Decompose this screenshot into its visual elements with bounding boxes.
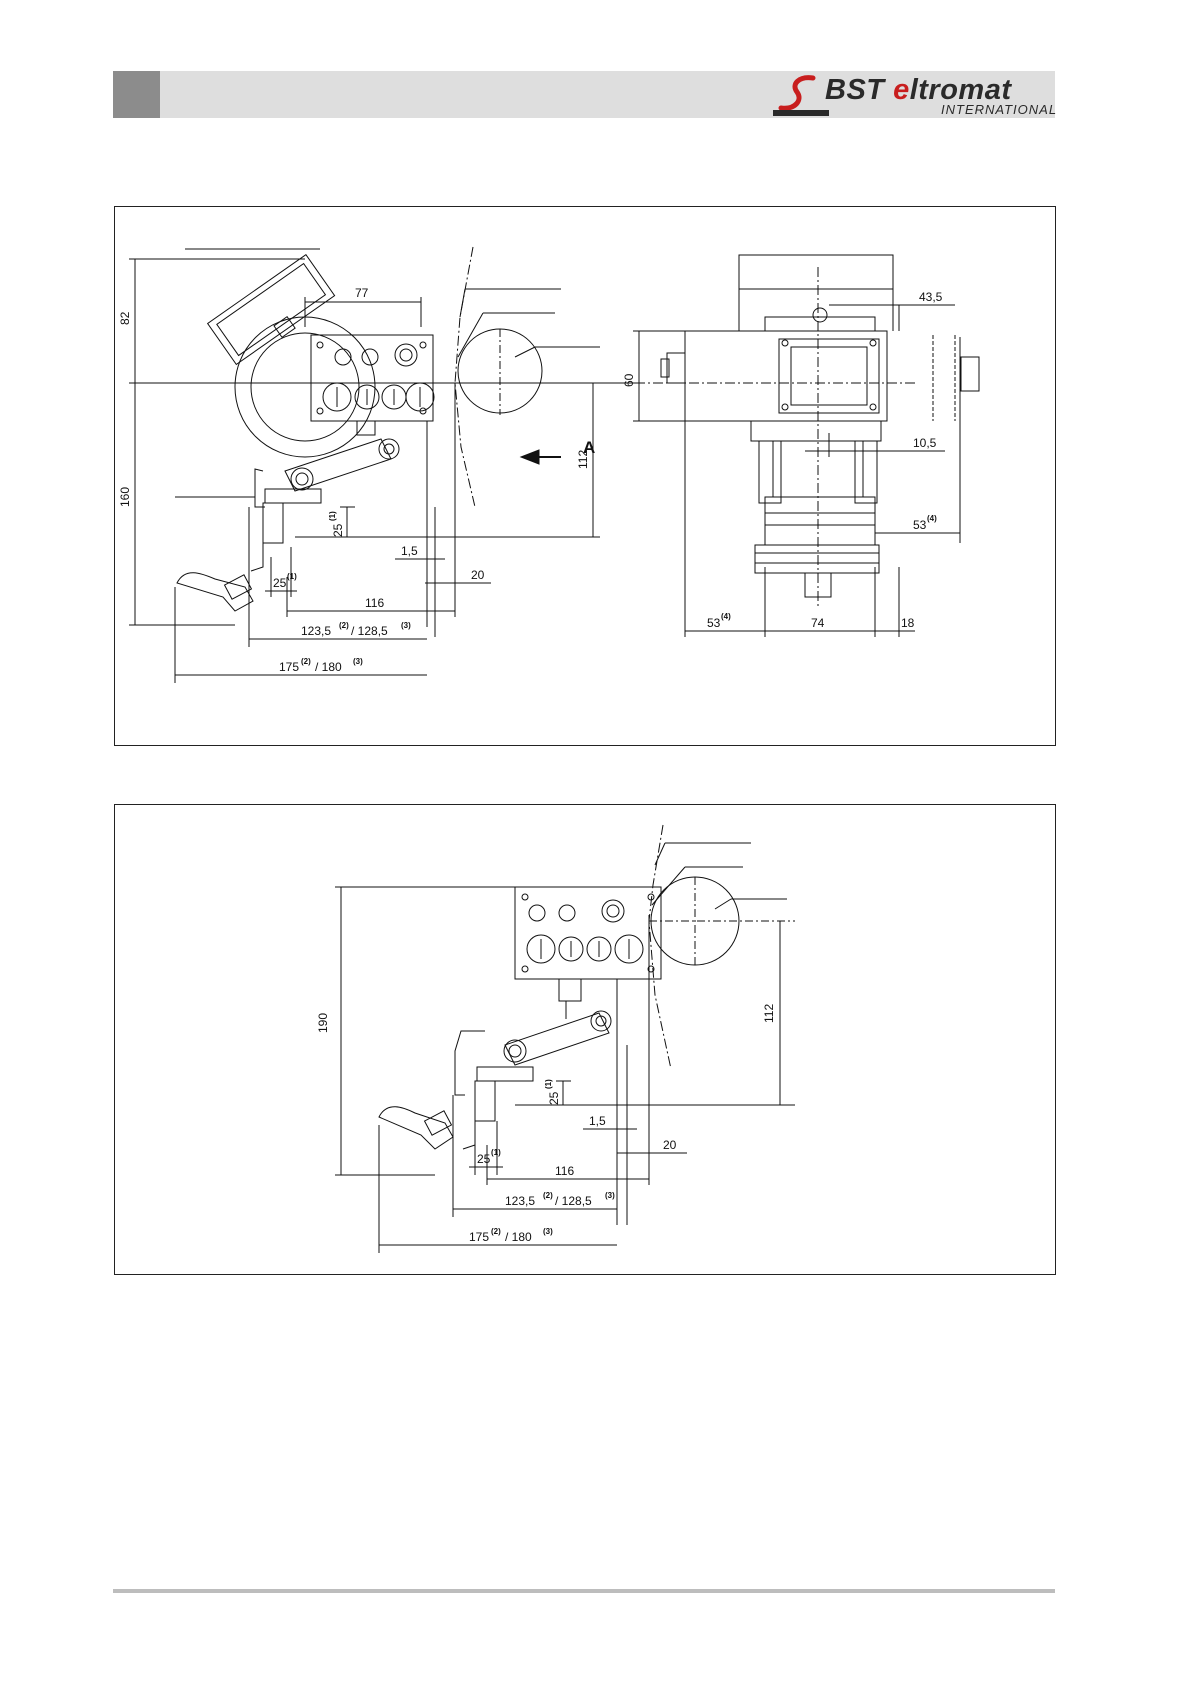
dim-53-bottom-note: (4) [721, 612, 731, 621]
dim-20: 20 [471, 568, 485, 582]
dim-123-5-note: (2) [543, 1191, 553, 1200]
dim-53-bottom: 53 [707, 616, 721, 630]
dim-123-5: 123,5 [505, 1194, 535, 1208]
dim-180: / 180 [315, 660, 342, 674]
dim-43-5: 43,5 [919, 290, 943, 304]
drawing-frame-1: 82 77 160 112 25 (1) 25 (1) 1,5 20 116 1… [114, 206, 1056, 746]
dim-128-5-note: (3) [401, 621, 411, 630]
dim-1-5: 1,5 [589, 1114, 606, 1128]
dim-190: 190 [316, 1013, 330, 1033]
technical-drawing-1: 82 77 160 112 25 (1) 25 (1) 1,5 20 116 1… [115, 207, 1055, 745]
dim-25-vertical-note: (1) [544, 1079, 553, 1089]
dim-25-horizontal-note: (1) [287, 572, 297, 581]
dim-82: 82 [118, 311, 132, 325]
dim-25-horizontal-note: (1) [491, 1148, 501, 1157]
dim-25-horizontal: 25 [477, 1152, 491, 1166]
logo-swoosh-icon [773, 74, 829, 118]
brand-logo: BST eltromat INTERNATIONAL [773, 74, 1055, 118]
dim-180: / 180 [505, 1230, 532, 1244]
dim-53-right-note: (4) [927, 514, 937, 523]
drawing-frame-2: 190 112 25 (1) 25 (1) 1,5 20 116 123,5 (… [114, 804, 1056, 1275]
brand-name-accent: e [893, 74, 910, 106]
dim-10-5: 10,5 [913, 436, 937, 450]
dim-77: 77 [355, 286, 369, 300]
dim-175: 175 [469, 1230, 489, 1244]
dim-20: 20 [663, 1138, 677, 1152]
dim-25-vertical: 25 [547, 1091, 561, 1105]
dim-175: 175 [279, 660, 299, 674]
dim-116: 116 [555, 1164, 574, 1178]
dim-160: 160 [118, 487, 132, 507]
dim-112: 112 [762, 1004, 776, 1023]
dim-175-note: (2) [491, 1227, 501, 1236]
dim-116: 116 [365, 596, 384, 610]
dim-180-note: (3) [543, 1227, 553, 1236]
dim-123-5: 123,5 [301, 624, 331, 638]
dim-25-vertical: 25 [331, 523, 345, 537]
brand-name-left: BST [825, 74, 893, 106]
dim-128-5-note: (3) [605, 1191, 615, 1200]
dim-1-5: 1,5 [401, 544, 418, 558]
view-arrow-label: A [583, 438, 595, 457]
dim-128-5: / 128,5 [555, 1194, 592, 1208]
footer-rule [113, 1589, 1055, 1593]
brand-subtitle: INTERNATIONAL [941, 102, 1057, 117]
dim-25-vertical-note: (1) [328, 511, 337, 521]
dim-128-5: / 128,5 [351, 624, 388, 638]
dim-25-horizontal: 25 [273, 576, 287, 590]
dim-123-5-note: (2) [339, 621, 349, 630]
dim-180-note: (3) [353, 657, 363, 666]
dim-74: 74 [811, 616, 825, 630]
dim-175-note: (2) [301, 657, 311, 666]
dim-18: 18 [901, 616, 915, 630]
technical-drawing-2: 190 112 25 (1) 25 (1) 1,5 20 116 123,5 (… [115, 805, 1055, 1274]
dim-53-right: 53 [913, 518, 927, 532]
dim-60: 60 [622, 373, 636, 387]
header-square [113, 71, 160, 118]
